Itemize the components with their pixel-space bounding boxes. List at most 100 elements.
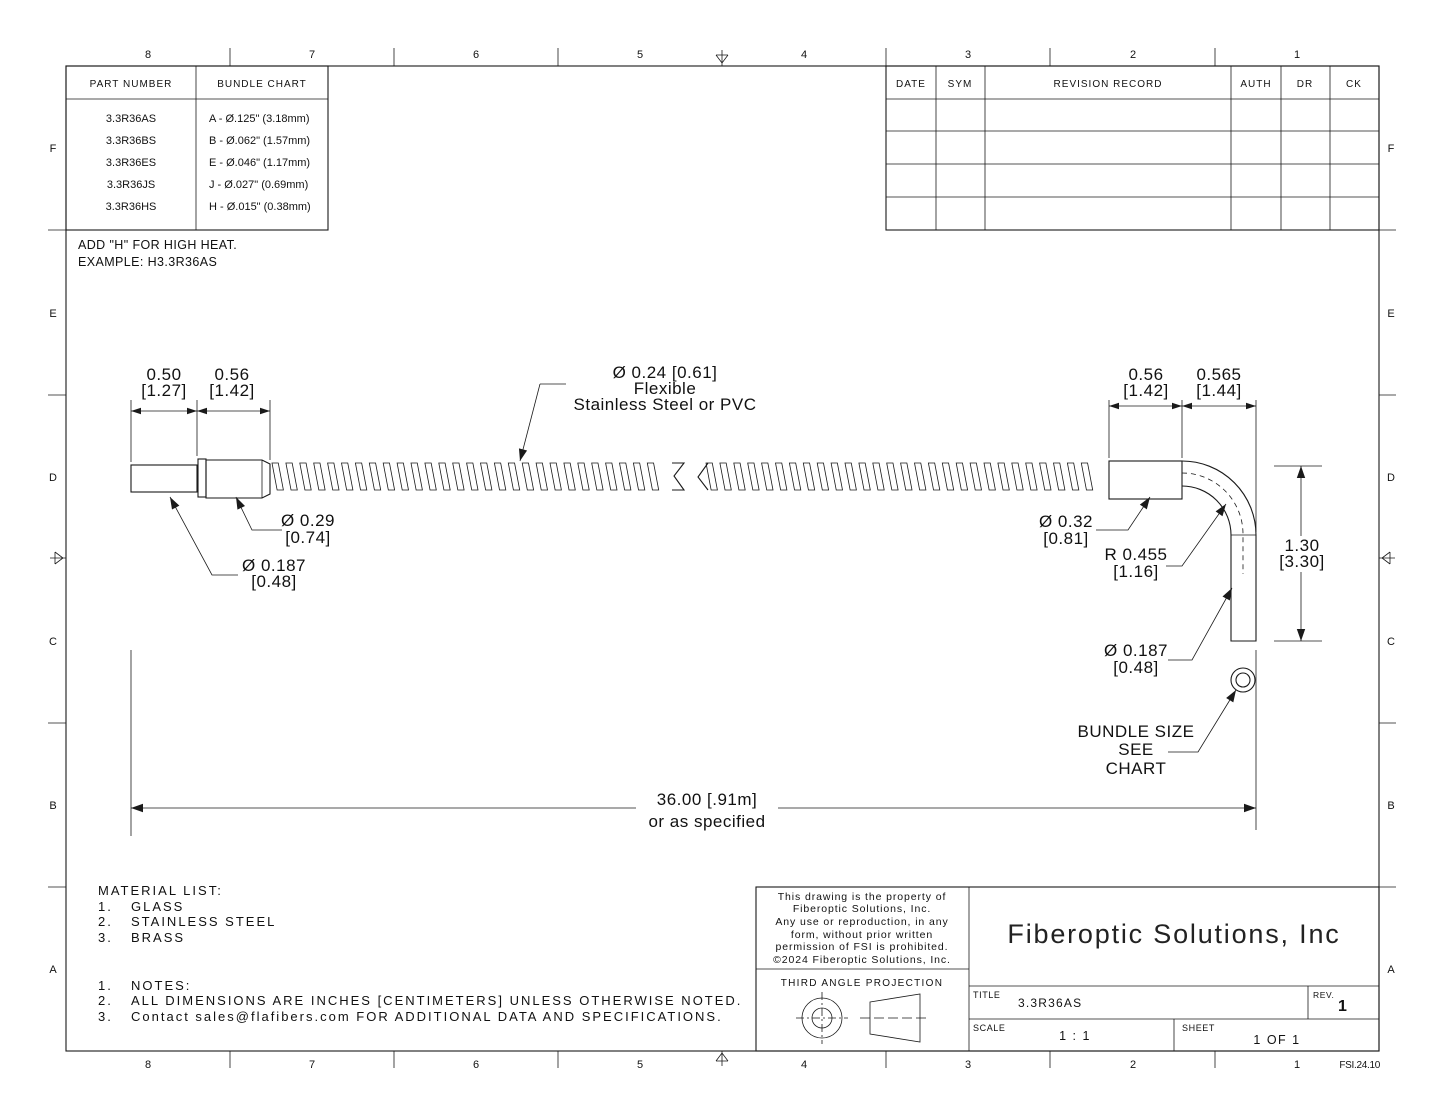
sheath-type-label: Flexible: [634, 379, 697, 398]
material-item: STAINLESS STEEL: [131, 914, 276, 929]
zone-col-top: 5: [637, 49, 643, 61]
title-block: This drawing is the property of Fiberopt…: [755, 886, 1380, 1052]
spiral-coil: [858, 462, 871, 491]
part-number-cell: 3.3R36JS: [107, 179, 155, 191]
material-list: MATERIAL LIST: 1. GLASS 2. STAINLESS STE…: [98, 883, 276, 945]
spiral-coil: [927, 462, 941, 491]
right-ferrule: [1108, 460, 1183, 500]
overall-length-note: or as specified: [648, 812, 765, 831]
spiral-coil: [591, 462, 604, 491]
high-heat-example: EXAMPLE: H3.3R36AS: [78, 255, 217, 269]
zone-col-bottom: 2: [1130, 1059, 1136, 1071]
zone-row-right: A: [1387, 964, 1395, 976]
overall-length-dim: 36.00 [.91m]: [657, 790, 758, 809]
notes: 1. NOTES: 2. ALL DIMENSIONS ARE INCHES […: [98, 978, 742, 1024]
property-notice-line: Any use or reproduction, in any: [775, 916, 948, 928]
bend-radius-metric: [1.16]: [1113, 562, 1159, 581]
spiral-coil: [368, 462, 382, 491]
bundle-size-cell: H - Ø.015" (0.38mm): [209, 201, 311, 213]
left-ferrule: [205, 459, 271, 499]
zone-row-right: C: [1387, 636, 1395, 648]
spiral-coil: [705, 462, 718, 491]
spiral-coil: [507, 462, 521, 491]
rev-auth-header: AUTH: [1240, 79, 1271, 90]
material-item: GLASS: [131, 899, 184, 914]
spiral-coil: [632, 462, 646, 491]
spiral-coil: [646, 462, 660, 491]
rev-record-header: REVISION RECORD: [1054, 79, 1163, 90]
spiral-coil: [997, 462, 1010, 491]
ferrule-length-metric: [1.42]: [209, 381, 255, 400]
rev-value: 1: [1338, 998, 1347, 1015]
zone-col-top: 1: [1294, 49, 1300, 61]
high-heat-line: ADD "H" FOR HIGH HEAT.: [78, 238, 237, 252]
tip-length-metric: [1.27]: [141, 381, 187, 400]
spiral-coil: [1039, 462, 1052, 491]
material-item-number: 3.: [98, 930, 113, 945]
zone-col-bottom: 5: [637, 1059, 643, 1071]
zone-row-left: C: [49, 636, 57, 648]
end-view-outer: [1230, 667, 1256, 693]
part-number-cell: 3.3R36ES: [106, 157, 156, 169]
end-ferrule-diameter-metric: [0.81]: [1043, 529, 1089, 548]
tip-collar: [197, 458, 207, 498]
fiber-tip: [130, 464, 198, 493]
spiral-coil: [761, 462, 774, 491]
spiral-coil: [424, 462, 437, 491]
tip-length-dim: 0.50: [146, 365, 181, 384]
spiral-coil: [438, 462, 451, 491]
sheath-material-label: Stainless Steel or PVC: [574, 395, 757, 414]
end-ferrule-length-dim: 0.56: [1128, 365, 1163, 384]
spiral-coil: [563, 462, 576, 491]
spiral-coil: [577, 462, 590, 491]
spiral-sheath-left: [271, 462, 660, 491]
spiral-coil: [619, 462, 632, 491]
scale-value: 1 : 1: [1059, 1029, 1091, 1043]
spiral-coil: [1080, 462, 1094, 491]
tip-diameter-dim: Ø 0.187: [242, 556, 306, 575]
zone-col-bottom: 6: [473, 1059, 479, 1071]
spiral-coil: [452, 462, 465, 491]
zone-col-top: 4: [801, 49, 807, 61]
third-angle-projection-icon: [796, 992, 930, 1044]
zone-row-right: B: [1387, 800, 1394, 812]
revision-table: DATE SYM REVISION RECORD AUTH DR CK: [885, 65, 1380, 231]
spiral-coil: [521, 462, 535, 491]
spiral-coil: [549, 462, 562, 491]
centering-marks: [50, 50, 1395, 1066]
note-number: 1.: [98, 978, 113, 993]
zone-col-top: 2: [1130, 49, 1136, 61]
end-tip-diameter-metric: [0.48]: [1113, 658, 1159, 677]
spiral-coil: [872, 462, 885, 491]
note-text: ALL DIMENSIONS ARE INCHES [CENTIMETERS] …: [131, 993, 742, 1008]
rev-date-header: DATE: [896, 79, 926, 90]
spiral-coil: [341, 462, 354, 491]
zone-labels: 8 7 6 5 4 3 2 1 8 7 6 5 4 3 2 1 F E D C …: [49, 49, 1395, 1071]
spiral-coil: [816, 462, 830, 491]
spiral-coil: [983, 462, 996, 491]
high-heat-note: ADD "H" FOR HIGH HEAT. EXAMPLE: H3.3R36A…: [78, 238, 237, 269]
material-list-title: MATERIAL LIST:: [98, 883, 223, 898]
zone-col-bottom: 1: [1294, 1059, 1300, 1071]
ferrule-length-dim: 0.56: [214, 365, 249, 384]
drawing-code: FSI.24.10: [1339, 1060, 1380, 1071]
zone-col-bottom: 3: [965, 1059, 971, 1071]
spiral-coil: [886, 462, 899, 491]
zone-row-right: E: [1387, 308, 1394, 320]
bundle-size-cell: E - Ø.046" (1.17mm): [209, 157, 310, 169]
note-text: NOTES:: [131, 978, 191, 993]
spiral-coil: [299, 462, 312, 491]
spiral-coil: [327, 462, 340, 491]
end-ferrule-diameter-dim: Ø 0.32: [1039, 512, 1093, 531]
rev-label: REV.: [1313, 990, 1334, 1000]
spiral-coil: [1025, 462, 1038, 491]
bend-radius-dim: R 0.455: [1104, 545, 1167, 564]
end-tip-diameter-dim: Ø 0.187: [1104, 641, 1168, 660]
company-name: Fiberoptic Solutions, Inc: [1007, 919, 1340, 949]
zone-col-bottom: 8: [145, 1059, 151, 1071]
spiral-coil: [285, 462, 298, 491]
part-number-cell: 3.3R36BS: [106, 135, 156, 147]
zone-col-top: 7: [309, 49, 315, 61]
bend-length-metric: [1.44]: [1196, 381, 1242, 400]
zone-col-top: 3: [965, 49, 971, 61]
